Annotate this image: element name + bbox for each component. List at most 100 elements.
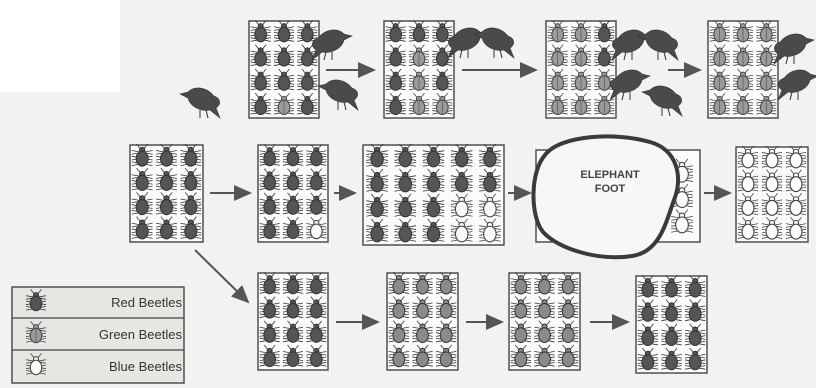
red-beetle-icon — [282, 192, 304, 215]
green-beetle-icon — [594, 92, 615, 116]
red-beetle-icon — [661, 274, 682, 298]
green-beetle-icon — [273, 92, 295, 116]
blue-beetle-icon — [785, 216, 807, 240]
red-beetle-icon — [388, 344, 410, 368]
green-beetle-icon — [432, 92, 453, 116]
panel-middle-3-beetles — [366, 143, 501, 243]
red-beetle-icon — [435, 344, 457, 368]
red-beetle-icon — [394, 168, 417, 193]
bird-icon — [311, 29, 353, 61]
red-beetle-icon — [282, 272, 304, 295]
panel-top-2-beetles — [385, 20, 453, 116]
red-beetle-icon — [273, 20, 295, 43]
red-beetle-icon — [385, 44, 406, 67]
red-beetle-icon — [366, 193, 388, 218]
panel-bottom-2-beetles — [388, 271, 457, 368]
arrow-diagonal — [194, 249, 250, 304]
red-beetle-icon — [259, 216, 280, 240]
red-beetle-icon — [259, 320, 280, 343]
red-beetle-icon — [534, 320, 555, 343]
red-beetle-icon — [26, 289, 46, 312]
red-beetle-icon — [273, 44, 295, 67]
red-beetle-icon — [435, 320, 457, 343]
elephant-foot-shape — [531, 134, 681, 260]
red-beetle-icon — [637, 347, 659, 371]
red-beetle-icon — [131, 192, 153, 216]
red-beetle-icon — [366, 218, 388, 243]
red-beetle-icon — [259, 144, 280, 167]
red-beetle-icon — [594, 44, 615, 67]
red-beetle-icon — [637, 299, 659, 322]
bird-icon — [773, 33, 815, 65]
red-beetle-icon — [180, 167, 202, 191]
green-beetle-icon — [732, 20, 754, 43]
red-beetle-icon — [432, 44, 453, 67]
red-beetle-icon — [297, 68, 318, 91]
red-beetle-icon — [557, 296, 579, 319]
bird-icon — [637, 29, 679, 61]
red-beetle-icon — [306, 320, 327, 343]
panel-middle-2-beetles — [259, 144, 327, 240]
red-beetle-icon — [435, 296, 457, 319]
red-beetle-icon — [510, 344, 532, 368]
red-beetle-icon — [435, 271, 457, 295]
red-beetle-icon — [282, 216, 304, 240]
red-beetle-icon — [422, 193, 445, 218]
red-beetle-icon — [422, 168, 445, 193]
legend-label-red: Red Beetles — [111, 295, 182, 310]
red-beetle-icon — [510, 296, 532, 319]
blue-beetle-icon — [479, 193, 501, 218]
red-beetle-icon — [479, 143, 501, 168]
green-beetle-icon — [570, 44, 592, 67]
red-beetle-icon — [250, 92, 271, 116]
panel-top-3-beetles — [547, 20, 615, 116]
red-beetle-icon — [297, 44, 318, 67]
red-beetle-icon — [131, 143, 153, 167]
red-beetle-icon — [394, 143, 417, 168]
panel-bottom-4-beetles — [637, 274, 706, 371]
red-beetle-icon — [259, 344, 280, 368]
red-beetle-icon — [306, 272, 327, 295]
red-beetle-icon — [180, 192, 202, 216]
red-beetle-icon — [479, 168, 501, 193]
bird-icon — [777, 69, 816, 101]
red-beetle-icon — [282, 320, 304, 343]
red-beetle-icon — [273, 68, 295, 91]
green-beetle-icon — [570, 68, 592, 91]
red-beetle-icon — [450, 168, 473, 193]
green-beetle-icon — [756, 68, 777, 91]
blue-beetle-icon — [26, 353, 46, 376]
red-beetle-icon — [259, 168, 280, 191]
blue-beetle-icon — [737, 145, 759, 169]
red-beetle-icon — [450, 143, 473, 168]
red-beetle-icon — [306, 344, 327, 368]
elephant-label-line1: ELEPHANT — [580, 169, 640, 181]
green-beetle-icon — [709, 20, 730, 43]
bird-icon — [473, 27, 515, 59]
bird-icon — [317, 79, 359, 111]
green-beetle-icon — [709, 92, 730, 116]
red-beetle-icon — [250, 68, 271, 91]
blue-beetle-icon — [761, 216, 783, 240]
red-beetle-icon — [684, 299, 706, 322]
green-beetle-icon — [570, 20, 592, 43]
green-beetle-icon — [709, 44, 730, 67]
red-beetle-icon — [557, 271, 579, 295]
red-beetle-icon — [306, 296, 327, 319]
red-beetle-icon — [366, 168, 388, 193]
red-beetle-icon — [661, 299, 682, 322]
red-beetle-icon — [684, 274, 706, 298]
blue-beetle-icon — [737, 193, 759, 216]
green-beetle-icon — [756, 20, 777, 43]
green-beetle-icon — [408, 44, 430, 67]
red-beetle-icon — [366, 143, 388, 168]
bird-icon — [641, 85, 683, 117]
panel-bottom-3-beetles — [510, 271, 579, 368]
red-beetle-icon — [180, 143, 202, 167]
red-beetle-icon — [510, 320, 532, 343]
red-beetle-icon — [684, 323, 706, 346]
red-beetle-icon — [385, 68, 406, 91]
green-beetle-icon — [547, 92, 568, 116]
red-beetle-icon — [131, 216, 153, 240]
green-beetle-icon — [26, 321, 46, 344]
